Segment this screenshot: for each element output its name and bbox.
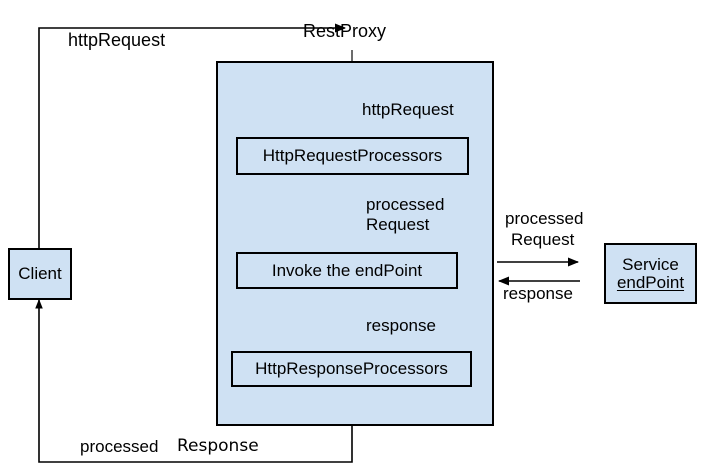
label-processed-response-part2: Response bbox=[177, 436, 259, 456]
label-processed-request-right-line1: processed bbox=[505, 209, 584, 228]
label-response-inner: response bbox=[366, 316, 436, 335]
node-http-request-processors-label: HttpRequestProcessors bbox=[262, 146, 443, 165]
label-http-request-top: httpRequest bbox=[68, 30, 166, 50]
node-http-request-processors[interactable]: HttpRequestProcessors bbox=[236, 137, 469, 175]
node-client-label: Client bbox=[18, 264, 62, 283]
node-invoke-endpoint[interactable]: Invoke the endPoint bbox=[236, 252, 458, 289]
node-service-endpoint-label-line1: Service bbox=[622, 254, 679, 274]
label-processed-response-part1: processed bbox=[80, 437, 159, 456]
label-processed-request-right-line2: Request bbox=[511, 230, 575, 249]
label-processed-request-inner-line2: Request bbox=[366, 215, 430, 234]
node-client[interactable]: Client bbox=[8, 248, 72, 300]
label-http-request-inner: httpRequest bbox=[362, 100, 454, 119]
node-service-endpoint-label-line2: endPoint bbox=[616, 272, 685, 292]
label-processed-request-inner-line1: processed bbox=[366, 195, 445, 214]
node-invoke-endpoint-label: Invoke the endPoint bbox=[271, 260, 423, 280]
node-http-response-processors-label: HttpResponseProcessors bbox=[255, 359, 448, 378]
node-http-response-processors[interactable]: HttpResponseProcessors bbox=[231, 351, 472, 387]
label-rest-proxy: RestProxy bbox=[303, 21, 387, 41]
label-response-right: response bbox=[503, 284, 573, 303]
node-service-endpoint[interactable]: Service endPoint bbox=[604, 243, 697, 304]
